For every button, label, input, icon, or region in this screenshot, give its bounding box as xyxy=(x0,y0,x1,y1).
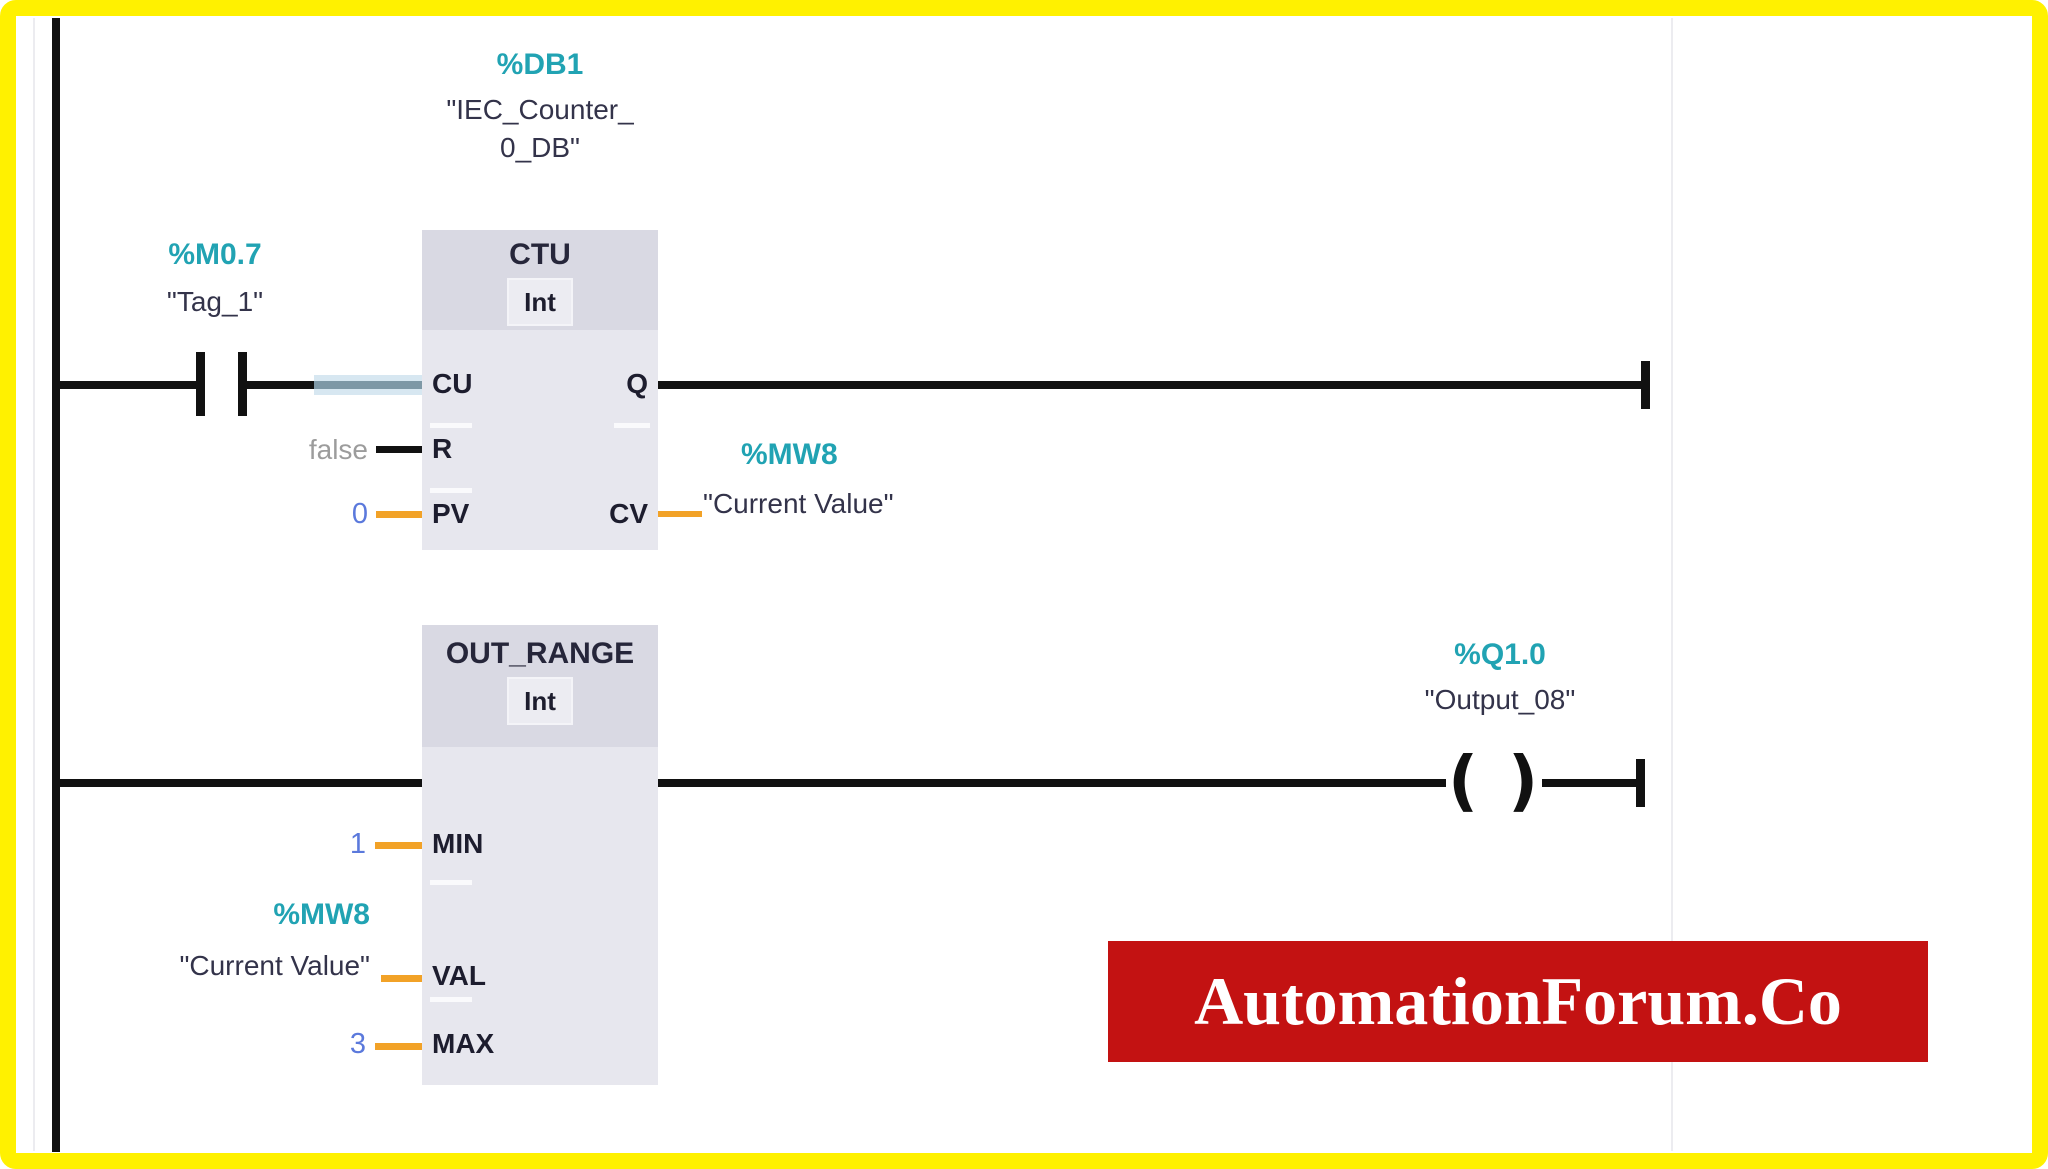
pv-input-value[interactable]: 0 xyxy=(351,498,368,530)
rung1-end-terminator xyxy=(1641,361,1650,409)
cu-wire-highlight-core xyxy=(314,381,422,389)
out-range-pin-max[interactable]: MAX xyxy=(432,1028,495,1059)
val-input-stub xyxy=(381,975,422,982)
ctu-db-operand[interactable]: %DB1 "IEC_Counter_ 0_DB" xyxy=(400,48,680,164)
max-input-stub xyxy=(375,1043,422,1050)
cv-operand[interactable]: %MW8 "Current Value" xyxy=(703,438,963,520)
val-name[interactable]: "Current Value" xyxy=(179,950,370,981)
coil-close-paren[interactable]: ) xyxy=(1508,742,1539,819)
r-input-stub xyxy=(376,446,422,453)
ctu-pin-cu[interactable]: CU xyxy=(432,368,473,399)
ctu-pin-r[interactable]: R xyxy=(432,433,453,464)
q-output-wire xyxy=(658,381,1646,389)
out-range-block-title: OUT_RANGE xyxy=(445,637,635,670)
coil-open-paren[interactable]: ( xyxy=(1448,742,1479,819)
ctu-type-badge[interactable]: Int xyxy=(507,278,573,326)
out-range-pin-val[interactable]: VAL xyxy=(432,960,486,991)
ctu-pin-q[interactable]: Q xyxy=(626,368,648,399)
db-address[interactable]: %DB1 xyxy=(496,48,584,81)
network-right-divider xyxy=(1671,18,1673,1151)
rung1-wire-a xyxy=(56,381,198,389)
out-range-notch-min xyxy=(430,880,472,885)
val-operand[interactable]: %MW8 "Current Value" xyxy=(140,898,370,982)
ctu-notch-q xyxy=(614,423,650,428)
contact-name[interactable]: "Tag_1" xyxy=(166,286,264,317)
watermark-banner: AutomationForum.Co xyxy=(1108,941,1928,1062)
ctu-block[interactable]: CTU Int xyxy=(422,230,658,550)
ctu-pin-pv[interactable]: PV xyxy=(432,498,470,529)
out-range-block-header: OUT_RANGE Int xyxy=(422,625,658,747)
min-input-value[interactable]: 1 xyxy=(349,828,366,860)
db-name-line1[interactable]: "IEC_Counter_ xyxy=(446,94,634,125)
rung2-wire-c xyxy=(1542,779,1642,787)
rung2-end-terminator xyxy=(1636,759,1645,807)
contact-left-bar[interactable] xyxy=(196,352,205,416)
cv-address[interactable]: %MW8 xyxy=(741,438,838,471)
cv-name[interactable]: "Current Value" xyxy=(703,488,894,519)
rung2-wire-b xyxy=(658,779,1446,787)
ctu-block-title: CTU xyxy=(509,238,571,271)
r-input-value[interactable]: false xyxy=(308,434,368,465)
left-power-rail xyxy=(52,18,60,1152)
contact-operand[interactable]: %M0.7 "Tag_1" xyxy=(110,238,320,318)
contact-right-bar[interactable] xyxy=(238,352,247,416)
val-address[interactable]: %MW8 xyxy=(273,898,370,931)
ctu-block-header: CTU Int xyxy=(422,230,658,330)
out-range-type-badge[interactable]: Int xyxy=(507,677,573,725)
rung2-wire-a xyxy=(56,779,422,787)
out-range-pin-min[interactable]: MIN xyxy=(432,828,484,859)
coil-name[interactable]: "Output_08" xyxy=(1424,684,1576,715)
ctu-notch-cu xyxy=(430,423,472,428)
out-range-notch-val xyxy=(430,997,472,1002)
out-range-block[interactable]: OUT_RANGE Int xyxy=(422,625,658,1085)
pv-input-stub xyxy=(376,511,422,518)
watermark-text: AutomationForum.Co xyxy=(1194,963,1842,1039)
rung1-wire-b xyxy=(247,381,317,389)
db-name-line2[interactable]: 0_DB" xyxy=(500,132,580,163)
cv-output-stub xyxy=(658,511,702,517)
left-margin-line xyxy=(33,18,35,1151)
contact-address[interactable]: %M0.7 xyxy=(168,238,262,271)
max-input-value[interactable]: 3 xyxy=(349,1028,366,1060)
min-input-stub xyxy=(375,842,422,849)
coil-operand[interactable]: %Q1.0 "Output_08" xyxy=(1395,638,1605,716)
ctu-pin-cv[interactable]: CV xyxy=(609,498,648,529)
coil-address[interactable]: %Q1.0 xyxy=(1454,638,1546,671)
ctu-notch-r xyxy=(430,488,472,493)
